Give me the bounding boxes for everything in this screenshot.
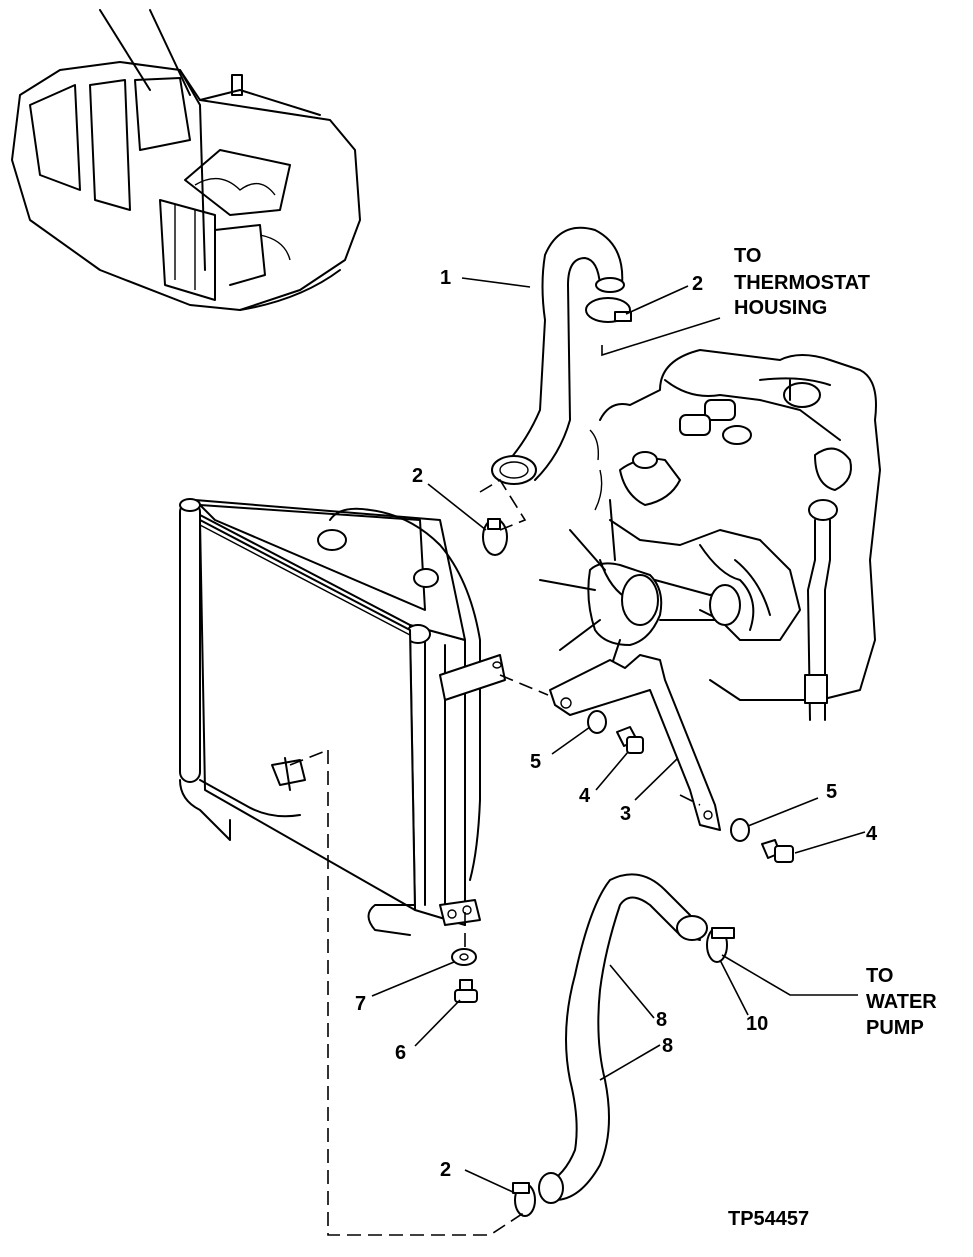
callout-5-upper: 5 [530,751,541,773]
radiator [179,498,506,936]
callout-2-thermostat-clamp: 2 [692,273,703,295]
svg-text:TO: TO [734,245,761,267]
lock-washer-5b [730,818,750,842]
fan [539,499,741,671]
excavator-inset [11,9,361,311]
svg-text:PUMP: PUMP [866,1017,924,1039]
leader-lines [371,277,866,1194]
callout-10: 10 [746,1013,768,1035]
svg-text:THERMOSTAT: THERMOSTAT [734,272,870,294]
callout-4-lower: 4 [866,823,878,845]
lock-washer-5a [587,710,607,734]
washer-7 [451,948,477,966]
callout-numbers: 1 2 2 5 4 3 5 4 7 6 8 8 10 2 [355,267,878,1181]
callout-2-radiator-clamp: 2 [412,465,423,487]
cap-screw-4b [761,839,794,863]
support-bracket [549,654,721,831]
upper-clamp-radiator [482,518,508,556]
callout-7: 7 [355,993,366,1015]
hidden-connection-lines [289,478,701,1236]
label-thermostat-housing: TO THERMOSTAT HOUSING [734,245,870,319]
engine-block [589,349,881,721]
callout-8-lower: 8 [662,1035,673,1057]
lower-clamp-pump [706,927,735,963]
lower-clamp-radiator [512,1182,536,1217]
callout-2-lower-clamp: 2 [440,1159,451,1181]
upper-clamp-thermostat [585,297,632,323]
callout-5-lower: 5 [826,781,837,803]
upper-radiator-hose [491,226,625,485]
cap-screw-6 [454,979,478,1003]
callout-3: 3 [620,803,631,825]
callout-4-upper: 4 [579,785,591,807]
svg-text:HOUSING: HOUSING [734,297,827,319]
callout-1: 1 [440,267,451,289]
label-water-pump: TO WATER PUMP [866,965,937,1039]
lower-radiator-hose [538,873,708,1204]
cap-screw-4a [616,726,644,754]
svg-text:WATER: WATER [866,991,937,1013]
callout-6: 6 [395,1042,406,1064]
svg-text:TO: TO [866,965,893,987]
callout-8-upper: 8 [656,1009,667,1031]
figure-id: TP54457 [728,1208,809,1230]
